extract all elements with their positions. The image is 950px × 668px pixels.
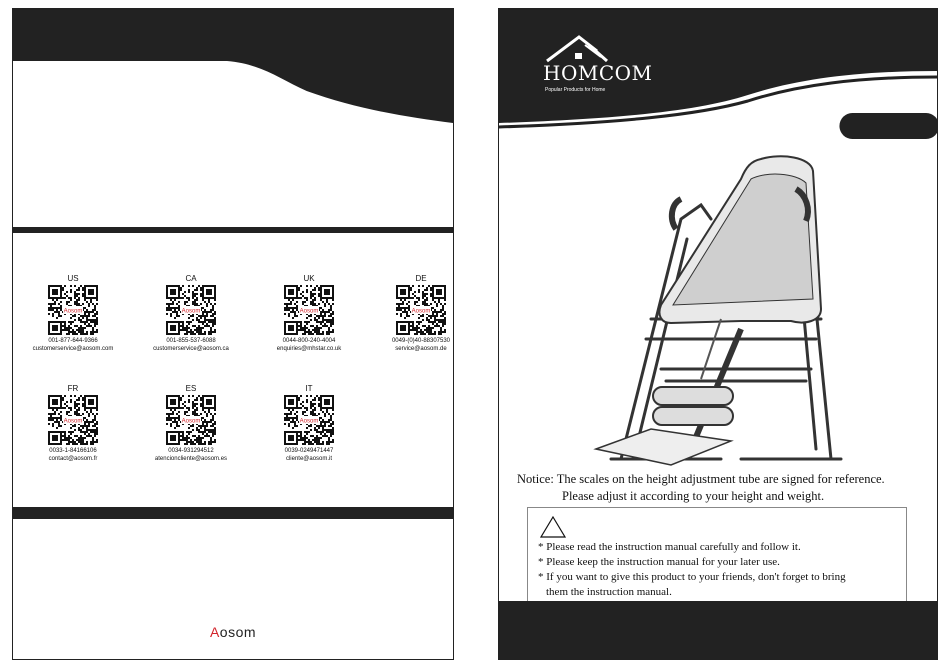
qr-code: Aosom [396,285,446,335]
inversion-table-illustration [593,155,843,466]
phone-number: 0034-931294512 [168,448,214,454]
svg-text:Aosom: Aosom [182,308,201,314]
email-address: service@aosom.de [395,346,447,352]
country-code: CA [185,274,197,283]
phone-number: 0049-(0)40-88307530 [391,338,451,344]
email-address: enquiries@mhstar.co.uk [276,346,342,352]
warning-item: * Please read the instruction manual car… [538,541,801,553]
phone-number: 0033-1-84166106 [49,448,97,454]
contact-us: US Aosom 001-877-644-9366 customerservice@a… [13,274,133,353]
brand-tagline: Popular Products for Home [545,87,606,93]
country-code: UK [303,274,315,283]
phone-number: 0039-0249471447 [284,448,334,454]
warning-box: * Please read the instruction manual car… [527,507,907,603]
footer-band [499,601,937,659]
qr-code: Aosom [48,395,98,445]
front-cover-page: HOMCOM Popular Products for Home Notice:… [498,8,938,660]
qr-code: Aosom [284,285,334,335]
contact-it: IT Aosom 0039-0249471447 cliente@aosom.it [249,384,369,463]
contact-ca: CA Aosom 001-855-537-6088 customerservice@a… [131,274,251,353]
aosom-logo: Aosom [209,624,257,640]
height-adjustment-notice: Notice: The scales on the height adjustm… [517,472,885,503]
warning-triangle-icon [540,516,566,538]
country-code: US [67,274,79,283]
section-divider [13,229,453,233]
svg-text:Aosom: Aosom [300,418,319,424]
svg-text:Aosom: Aosom [64,418,83,424]
country-code: IT [305,384,313,393]
qr-code: Aosom [284,395,334,445]
top-wave-band [13,9,453,229]
email-address: customerservice@aosom.ca [153,346,229,352]
email-address: contact@aosom.fr [48,456,98,462]
section-divider [13,507,453,519]
homcom-house-icon [546,35,608,63]
contact-uk: UK Aosom 0044-800-240-4004 enquiries@mhstar… [249,274,369,353]
qr-code: Aosom [166,285,216,335]
qr-code: Aosom [166,395,216,445]
back-cover-page: US Aosom 001-877-644-9366 customerservice@a… [12,8,454,660]
contact-de: DE Aosom 0049-(0)40-88307530 service@aosom.… [361,274,453,353]
warning-list: * Please read the instruction manual car… [538,540,904,600]
svg-text:Aosom: Aosom [412,308,431,314]
warning-item: * If you want to give this product to yo… [538,571,846,583]
email-address: atencioncliente@aosom.es [154,456,228,462]
svg-text:Aosom: Aosom [64,308,83,314]
contact-es: ES Aosom 0034-931294512 atencioncliente@aos… [131,384,251,463]
country-code: ES [185,384,197,393]
warning-item: * Please keep the instruction manual for… [538,556,780,568]
svg-text:Aosom: Aosom [300,308,319,314]
email-address: customerservice@aosom.com [32,346,114,352]
phone-number: 001-855-537-6088 [166,338,216,344]
country-code: DE [415,274,427,283]
brand-name: HOMCOM [543,61,653,85]
header-band [499,9,937,139]
qr-code: Aosom [48,285,98,335]
country-code: FR [67,384,79,393]
svg-text:Aosom: Aosom [182,418,201,424]
warning-item: them the instruction manual. [546,586,672,598]
phone-number: 001-877-644-9366 [48,338,98,344]
email-address: cliente@aosom.it [285,456,333,462]
phone-number: 0044-800-240-4004 [282,338,336,344]
contact-fr: FR Aosom 0033-1-84166106 contact@aosom.fr [13,384,133,463]
